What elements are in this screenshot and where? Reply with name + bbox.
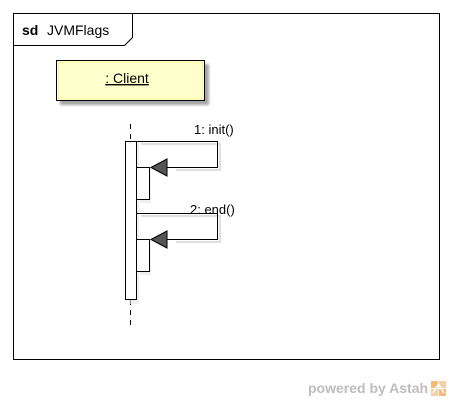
lifeline-head[interactable] [56, 60, 205, 101]
message-end-label: 2: end() [190, 202, 235, 217]
message-init-line[interactable] [136, 141, 218, 168]
frame-tab [13, 13, 133, 46]
frame-keyword: sd [22, 22, 38, 38]
powered-by-watermark: powered by Astah [308, 378, 453, 398]
frame-title: JVMFlags [47, 22, 109, 38]
watermark-text: powered by Astah [308, 380, 429, 396]
message-init-label: 1: init() [194, 122, 234, 137]
activation-init[interactable] [136, 167, 150, 200]
astah-logo-icon [431, 380, 447, 396]
message-init-shadow [141, 143, 221, 171]
message-init-arrowhead [149, 158, 168, 177]
activation-end[interactable] [136, 239, 150, 272]
message-end-arrowhead [149, 230, 168, 249]
message-end[interactable]: 2: end() [136, 202, 235, 275]
lifeline-head-inner [58, 62, 203, 99]
lifeline-label: : Client [105, 70, 149, 86]
lifeline-client[interactable]: : Client [56, 60, 205, 327]
activation-main[interactable] [125, 141, 137, 300]
message-end-line[interactable] [136, 213, 218, 240]
message-end-shadow [141, 215, 221, 243]
message-init[interactable]: 1: init() [136, 122, 234, 203]
activation-bar[interactable] [125, 141, 140, 305]
